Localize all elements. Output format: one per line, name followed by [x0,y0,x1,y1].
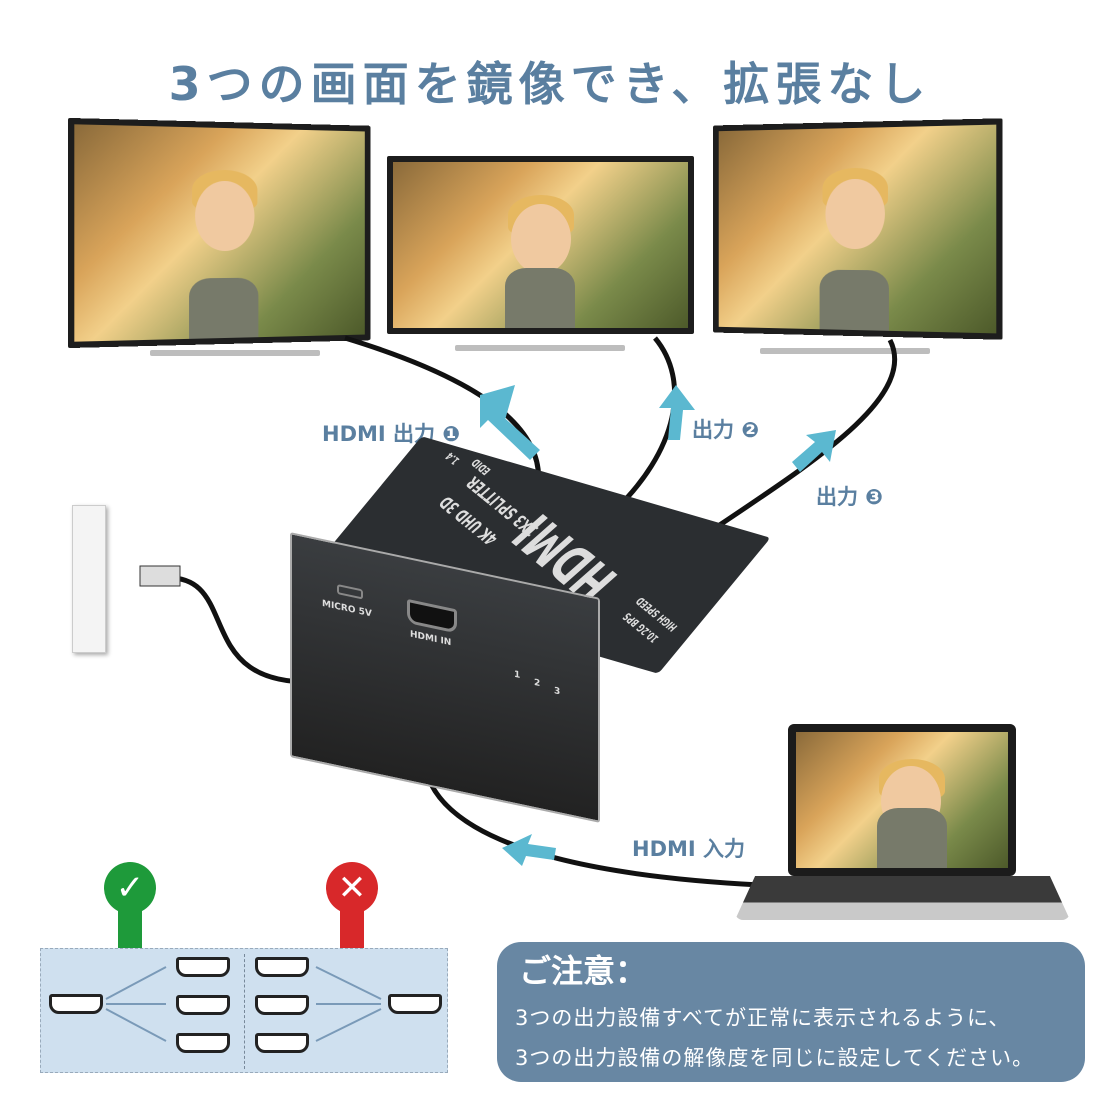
check-icon: ✓ [104,862,156,914]
laptop-keyboard [735,876,1070,920]
hdmi-port-icon [176,1033,230,1053]
label-input: HDMI 入力 [632,833,745,863]
hdmi-port-icon [49,994,103,1014]
hdmi-port-icon [255,995,309,1015]
arrow-up-icon [792,430,836,472]
cross-icon: ✕ [326,862,378,914]
hdmi-port-icon [255,957,309,977]
led-1: 1 [514,670,520,681]
notice-box: ご注意： 3つの出力設備すべてが正常に表示されるように、 3つの出力設備の解像度… [497,942,1085,1082]
notice-heading: ご注意： [519,946,647,992]
micro-usb-port[interactable] [337,584,363,600]
wall-outlet [72,505,106,653]
led-2: 2 [534,678,540,689]
usb-plug [140,566,180,586]
arrow-up-icon [480,385,540,460]
connection-diagram [40,948,448,1073]
hdmi-in-port[interactable] [407,599,457,634]
notice-line-2: 3つの出力設備の解像度を同じに設定してください。 [515,1042,1034,1072]
arrow-left-icon [502,834,556,866]
laptop-screen [788,724,1016,876]
notice-line-1: 3つの出力設備すべてが正常に表示されるように、 [515,1002,1010,1032]
hdmi-port-icon [176,995,230,1015]
arrow-up-icon [659,385,695,440]
label-output-3: 出力 ❸ [816,481,883,511]
cable-out2 [610,338,675,515]
led-3: 3 [554,686,560,697]
hdmi-port-icon [388,994,442,1014]
hdmi-port-icon [176,957,230,977]
label-output-2: 出力 ❷ [692,414,759,444]
hdmi-port-icon [255,1033,309,1053]
